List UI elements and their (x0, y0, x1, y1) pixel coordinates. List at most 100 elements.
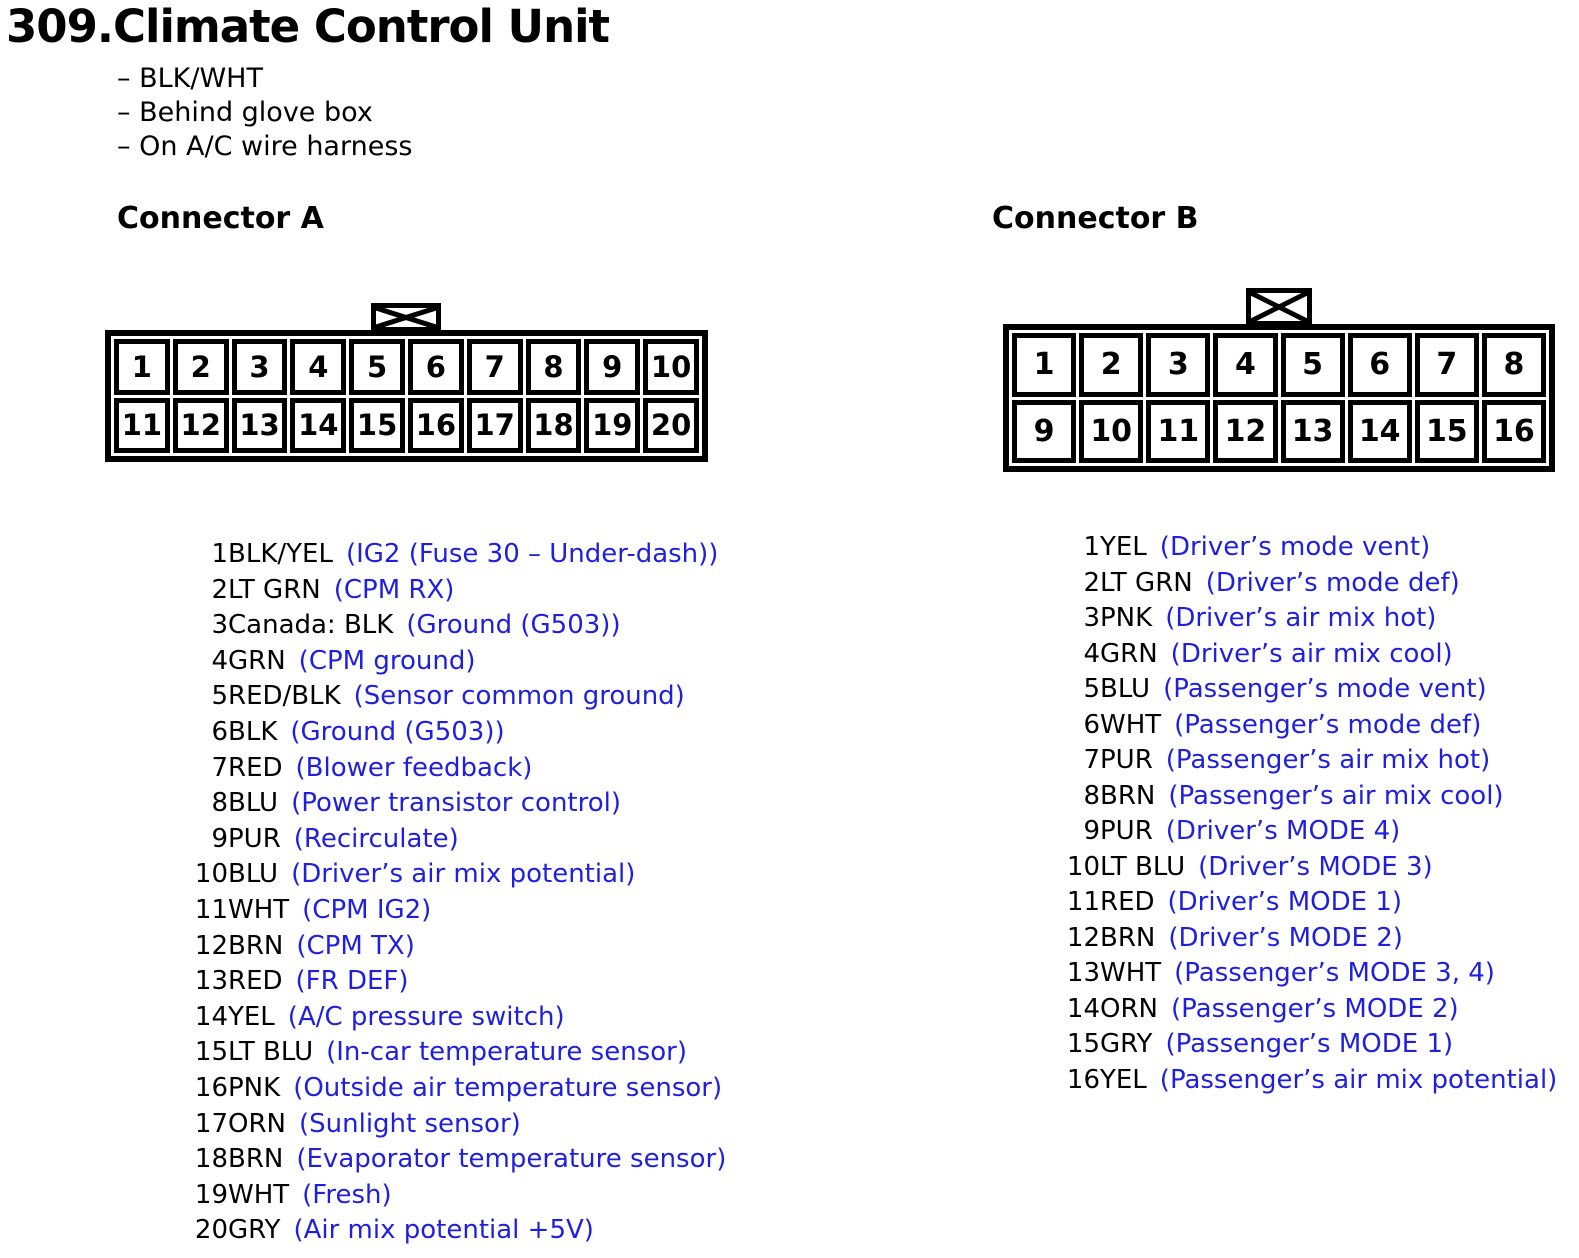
connector-a-pin-row-9: 9PUR(Recirculate) (191, 822, 726, 858)
connector-a-pin-cell-7: 7 (466, 339, 523, 395)
pin-function: (Outside air temperature sensor) (293, 1072, 723, 1103)
pin-function: (Driver’s MODE 2) (1168, 922, 1403, 953)
pin-function: (Sensor common ground) (353, 681, 685, 712)
wire-color: RED (228, 752, 283, 783)
pin-function: (Blower feedback) (295, 752, 533, 783)
pin-number: 14 (194, 1001, 228, 1032)
connector-a-pinlist: 1BLK/YEL(IG2 (Fuse 30 – Under-dash))2LT … (191, 537, 726, 1249)
wire-color: WHT (228, 1179, 290, 1210)
connector-b-pin-row-9: 9PUR(Driver’s MODE 4) (1062, 814, 1557, 850)
wire-color: Canada: BLK (228, 610, 394, 641)
pin-number: 16 (1066, 1064, 1100, 1095)
pin-function: (Driver’s air mix hot) (1165, 603, 1437, 633)
note-wire-color: – BLK/WHT (117, 63, 263, 94)
connector-b-pin-row-14: 14ORN(Passenger’s MODE 2) (1062, 992, 1557, 1028)
connector-a-pin-cell-1: 1 (114, 339, 170, 395)
wire-color: WHT (1100, 709, 1162, 740)
pin-function: (Passenger’s MODE 1) (1165, 1029, 1454, 1059)
connector-a-pin-row-18: 18BRN(Evaporator temperature sensor) (191, 1142, 726, 1178)
connector-a-pin-row-8: 8BLU(Power transistor control) (191, 786, 726, 822)
connector-a-pin-cell-3: 3 (231, 339, 288, 395)
pin-function: (IG2 (Fuse 30 – Under-dash)) (345, 539, 719, 569)
wire-color: PNK (228, 1072, 281, 1103)
connector-a-pin-cell-19: 19 (584, 397, 641, 453)
connector-a-pin-row-20: 20GRY(Air mix potential +5V) (191, 1213, 726, 1249)
connector-a-pin-cell-8: 8 (525, 339, 582, 395)
pin-number: 12 (1066, 922, 1100, 953)
wire-color: LT BLU (228, 1037, 314, 1068)
pin-function: (Driver’s mode vent) (1159, 532, 1431, 562)
wire-color: LT BLU (1100, 851, 1186, 882)
connector-b-pin-row-15: 15GRY(Passenger’s MODE 1) (1062, 1027, 1557, 1063)
connector-b-pin-cell-6: 6 (1347, 333, 1412, 397)
connector-a-pin-row-19: 19WHT(Fresh) (191, 1178, 726, 1214)
connector-a-pin-cell-6: 6 (407, 339, 464, 395)
connector-b-pin-cell-2: 2 (1079, 333, 1144, 397)
connector-a-pin-cell-10: 10 (643, 339, 699, 395)
pin-function: (Passenger’s MODE 3, 4) (1174, 958, 1495, 988)
connector-a-pin-cell-17: 17 (466, 397, 523, 453)
connector-a-pin-row-11: 11WHT(CPM IG2) (191, 893, 726, 929)
wire-color: BLK (228, 716, 278, 747)
connector-a-pin-row-12: 12BRN(CPM TX) (191, 929, 726, 965)
wire-color: BLK/YEL (228, 539, 333, 569)
pin-function: (Driver’s mode def) (1205, 567, 1460, 598)
connector-b-pin-row-2: 2LT GRN(Driver’s mode def) (1062, 566, 1557, 602)
connector-a-pin-cell-11: 11 (114, 397, 170, 453)
pin-number: 20 (194, 1215, 228, 1246)
pin-number: 17 (194, 1108, 228, 1139)
pin-function: (Driver’s air mix potential) (291, 859, 636, 890)
wire-color: WHT (1100, 958, 1162, 988)
pin-number: 11 (1066, 887, 1100, 917)
wire-color: YEL (1100, 532, 1147, 562)
connector-b-pin-row-4: 4GRN(Driver’s air mix cool) (1062, 637, 1557, 673)
connector-a-pin-row-13: 13RED(FR DEF) (191, 964, 726, 1000)
connector-a-pin-cell-9: 9 (584, 339, 641, 395)
pin-number: 9 (211, 823, 228, 854)
pin-number: 7 (1083, 745, 1100, 775)
wire-color: PNK (1100, 603, 1153, 633)
wire-color: BRN (1100, 780, 1156, 811)
pin-number: 1 (1083, 532, 1100, 562)
pin-function: (Fresh) (302, 1179, 392, 1210)
connector-b-pin-cell-15: 15 (1414, 399, 1479, 463)
connector-a-pin-cell-14: 14 (290, 397, 347, 453)
pin-function: (Driver’s MODE 1) (1167, 887, 1403, 917)
connector-a-pin-row-16: 16PNK(Outside air temperature sensor) (191, 1071, 726, 1107)
pin-number: 4 (211, 645, 228, 676)
connector-a-pin-row-14: 14YEL(A/C pressure switch) (191, 1000, 726, 1036)
pin-number: 11 (194, 894, 228, 925)
connector-a-pin-cell-5: 5 (349, 339, 405, 395)
page-title: 309.Climate Control Unit (6, 0, 610, 53)
pin-number: 9 (1083, 816, 1100, 846)
pin-function: (Driver’s air mix cool) (1170, 638, 1453, 669)
crossed-box-icon (1251, 293, 1307, 321)
wire-color: RED (228, 966, 283, 997)
wire-color: GRY (228, 1215, 281, 1246)
connector-b-pin-cell-12: 12 (1213, 399, 1278, 463)
wire-color: BRN (228, 1144, 284, 1175)
connector-b-pin-row-1: 1YEL (Driver’s mode vent) (1062, 530, 1557, 566)
wire-color: GRN (228, 645, 286, 676)
keying-tab-icon (1246, 288, 1312, 326)
connector-b-heading: Connector B (992, 201, 1199, 236)
wire-color: ORN (1100, 993, 1158, 1024)
pin-function: (Evaporator temperature sensor) (296, 1144, 727, 1175)
pin-number: 10 (194, 859, 228, 890)
wire-color: BRN (228, 930, 284, 961)
pin-function: (Recirculate) (293, 823, 459, 854)
connector-b-pin-cell-8: 8 (1481, 333, 1546, 397)
pin-number: 15 (194, 1037, 228, 1068)
pin-function: (Passenger’s mode def) (1174, 709, 1482, 740)
pin-number: 4 (1083, 638, 1100, 669)
wire-color: WHT (228, 894, 290, 925)
connector-b-pin-row-10: 10LT BLU(Driver’s MODE 3) (1062, 850, 1557, 886)
wire-color: ORN (228, 1108, 286, 1139)
pin-function: (Ground (G503)) (406, 610, 621, 641)
